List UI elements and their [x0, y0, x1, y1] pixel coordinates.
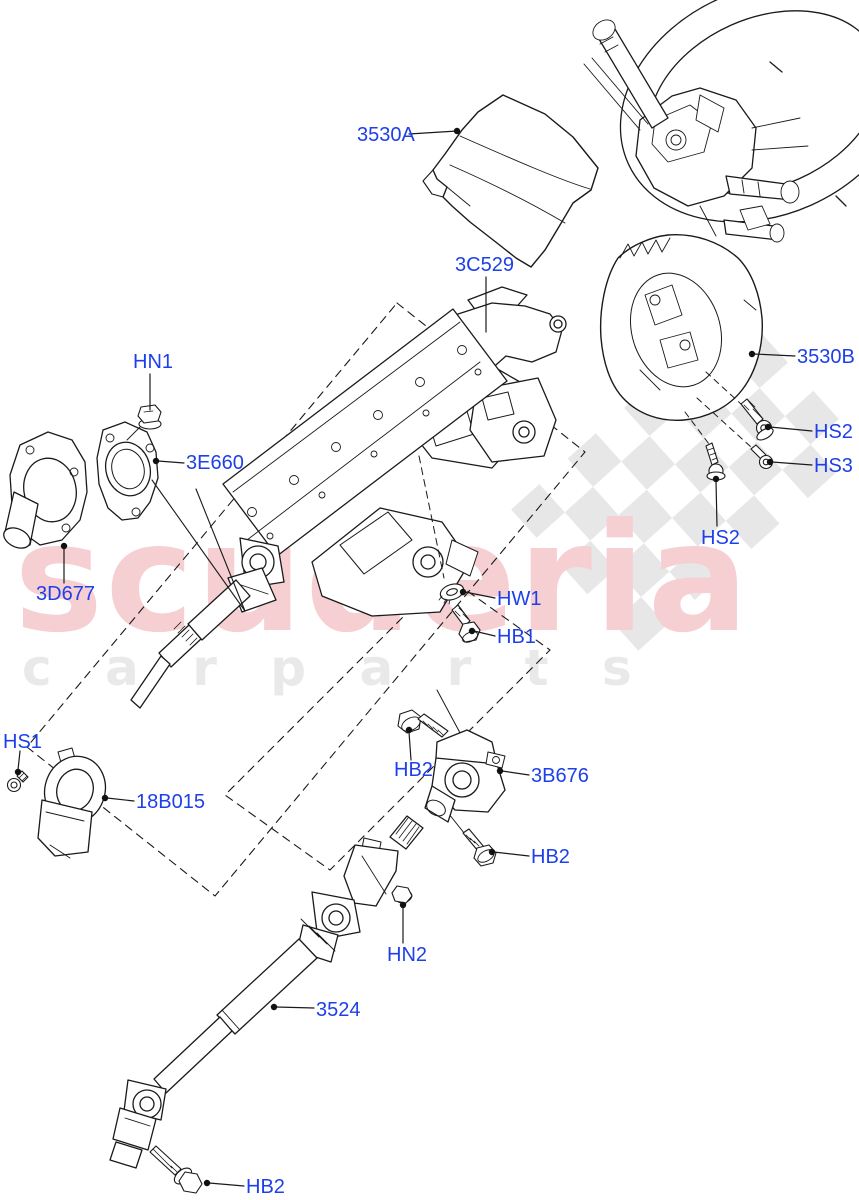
part-label-3c529[interactable]: 3C529	[455, 254, 514, 276]
part-label-hs2[interactable]: HS2	[701, 527, 740, 549]
part-label-hb2[interactable]: HB2	[531, 846, 570, 868]
part-label-18b015[interactable]: 18B015	[136, 791, 205, 813]
part-label-3530b[interactable]: 3530B	[797, 346, 855, 368]
nut-hn1	[126, 404, 162, 441]
hw1-guide-line	[418, 455, 445, 579]
part-label-hb1[interactable]: HB1	[497, 626, 536, 648]
steering-column-assembly-3c529	[130, 286, 567, 709]
part-label-3524[interactable]: 3524	[316, 999, 361, 1021]
leader-lines	[17, 130, 813, 1187]
intermediate-shaft-3524	[109, 815, 424, 1169]
part-label-hw1[interactable]: HW1	[497, 588, 542, 610]
part-label-hb2[interactable]: HB2	[394, 759, 433, 781]
washer-hw1	[438, 583, 465, 605]
bolt-hb2-lower	[462, 828, 497, 867]
watermark-subtext: c a r p a r t s	[22, 639, 650, 697]
coupling-3b676	[424, 689, 506, 839]
upper-shroud-3530a	[422, 94, 599, 268]
pointer-wedge	[151, 479, 246, 612]
nut-hn2	[391, 885, 413, 904]
part-label-hs3[interactable]: HS3	[814, 455, 853, 477]
part-label-3530a[interactable]: 3530A	[357, 124, 415, 146]
part-label-hs1[interactable]: HS1	[3, 731, 42, 753]
part-label-hs2[interactable]: HS2	[814, 421, 853, 443]
part-label-hb2[interactable]: HB2	[246, 1176, 285, 1198]
leader-dots	[14, 127, 774, 1187]
part-label-3b676[interactable]: 3B676	[531, 765, 589, 787]
clockspring-18b015	[37, 747, 107, 859]
shroud-screws	[684, 371, 774, 481]
steering-wheel	[583, 0, 859, 243]
bearing-housing-3d677	[3, 431, 88, 549]
lower-shroud-3530b	[599, 234, 764, 421]
part-label-3d677[interactable]: 3D677	[36, 583, 95, 605]
part-label-hn2[interactable]: HN2	[387, 944, 428, 966]
part-label-3e660[interactable]: 3E660	[186, 452, 244, 474]
part-label-hn1[interactable]: HN1	[133, 351, 174, 373]
bolt-hb2-upper	[397, 709, 449, 738]
bolt-hb2-bottom	[149, 1145, 203, 1194]
seal-plate-3e660	[96, 421, 159, 521]
